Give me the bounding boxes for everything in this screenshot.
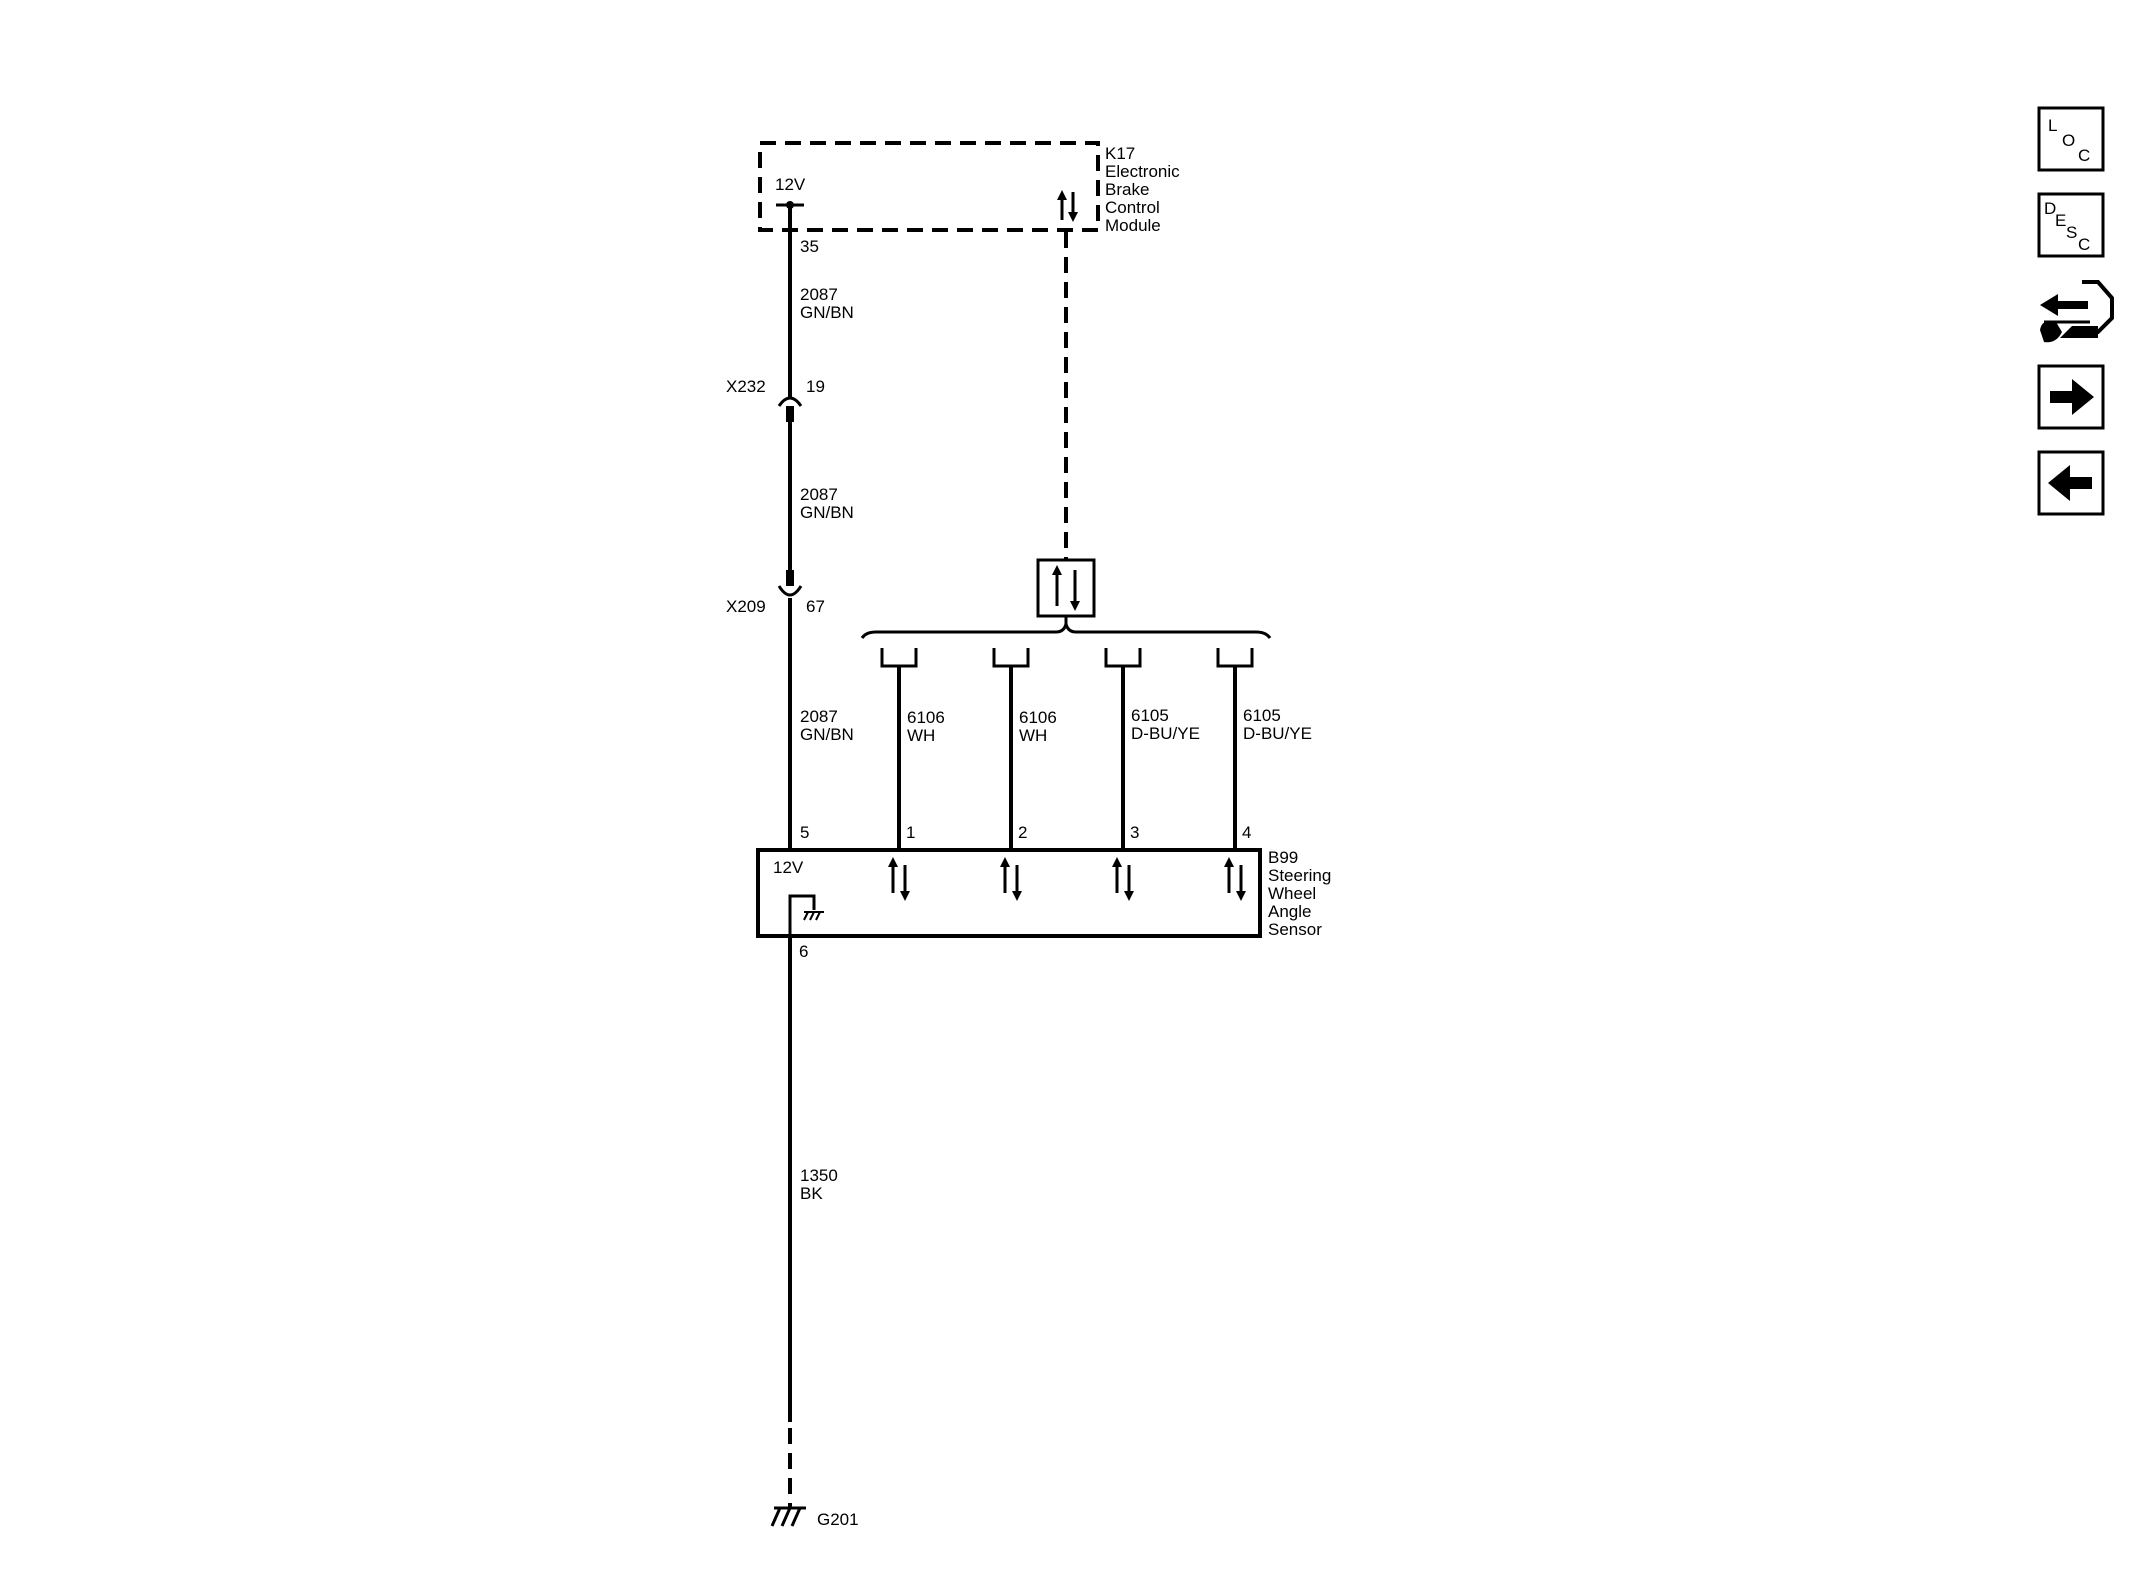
- arrow-left-icon: [2048, 465, 2092, 501]
- b99-module-desc-3: Angle: [1268, 902, 1311, 921]
- description-letter-d: D: [2044, 199, 2056, 218]
- description-button[interactable]: D E S C: [2037, 192, 2105, 258]
- b99-module-desc-4: Sensor: [1268, 920, 1322, 939]
- description-letter-c: C: [2078, 235, 2090, 254]
- next-button[interactable]: [2037, 364, 2105, 430]
- bus-data-symbol-box: [1036, 558, 1096, 618]
- g201-ground-hatch-3: [790, 1507, 802, 1527]
- location-letter-o: O: [2062, 131, 2075, 150]
- location-letter-c: C: [2078, 146, 2090, 165]
- wire-seg2-circuit: 2087: [800, 485, 838, 504]
- serial-data-bus: 6106 WH 6106 WH 6105 D-BU/YE 6105 D-BU/Y…: [860, 232, 1312, 852]
- data-wire-4-circuit: 6105: [1243, 706, 1281, 725]
- power-circuit: 35 2087 GN/BN X232 19 2087 GN/BN X209 67…: [726, 205, 854, 852]
- b99-internal-ground-hatch-3: [815, 911, 821, 921]
- wire-seg1-color: GN/BN: [800, 303, 854, 322]
- connector-x232-pin: [786, 406, 794, 422]
- b99-pin-4: 4: [1242, 823, 1251, 842]
- b99-internal-ground-hatch-2: [809, 911, 815, 921]
- b99-module-name: B99: [1268, 848, 1298, 867]
- connector-x209-name: X209: [726, 597, 766, 616]
- bus-brace: [860, 623, 1272, 639]
- connector-x232-name: X232: [726, 377, 766, 396]
- k17-module: 12V K17 Electronic Brake Control Module: [758, 141, 1180, 235]
- connector-x209-symbol: [777, 585, 803, 597]
- wire-seg3-circuit: 2087: [800, 707, 838, 726]
- k17-module-desc-1: Electronic: [1105, 162, 1180, 181]
- connector-x232-pin-number: 19: [806, 377, 825, 396]
- data-wire-3-color: D-BU/YE: [1131, 724, 1200, 743]
- connector-service-button[interactable]: [2040, 280, 2114, 343]
- b99-ground-pin-label: 6: [799, 942, 808, 961]
- b99-internal-ground-icon: [788, 894, 816, 936]
- ground-circuit: 6 1350 BK G201: [770, 936, 859, 1529]
- b99-voltage: 12V: [773, 858, 804, 877]
- data-wire-1-color: WH: [907, 726, 935, 745]
- arrow-right-icon: [2050, 379, 2094, 415]
- b99-pin-1: 1: [906, 823, 915, 842]
- connector-x209-pin-number: 67: [806, 597, 825, 616]
- description-letter-e: E: [2055, 211, 2066, 230]
- wire-seg3-color: GN/BN: [800, 725, 854, 744]
- k17-pin-label: 35: [800, 237, 819, 256]
- b99-pin-3: 3: [1130, 823, 1139, 842]
- bus-cup-3: [1104, 648, 1142, 668]
- location-button[interactable]: L O C: [2037, 106, 2105, 172]
- description-button-frame: [2037, 192, 2105, 258]
- location-button-frame: [2037, 106, 2105, 172]
- wire-ground-circuit: 1350: [800, 1166, 838, 1185]
- data-wire-2-color: WH: [1019, 726, 1047, 745]
- connector-x232-symbol: [777, 396, 803, 407]
- connector-x209-pin: [786, 570, 794, 586]
- bus-cup-2: [992, 648, 1030, 668]
- k17-module-name: K17: [1105, 144, 1135, 163]
- k17-module-desc-4: Module: [1105, 216, 1161, 235]
- k17-voltage: 12V: [775, 175, 806, 194]
- b99-module-desc-1: Steering: [1268, 866, 1331, 885]
- k17-module-desc-3: Control: [1105, 198, 1160, 217]
- sidebar: L O C D E S C: [2037, 106, 2114, 516]
- g201-ground-hatch-2: [780, 1507, 792, 1527]
- b99-module-desc-2: Wheel: [1268, 884, 1316, 903]
- wire-ground-color: BK: [800, 1184, 823, 1203]
- b99-module: 12V B99 Steering Wheel Angle Sensor: [756, 848, 1331, 939]
- data-wire-4-color: D-BU/YE: [1243, 724, 1312, 743]
- wire-seg2-color: GN/BN: [800, 503, 854, 522]
- description-letter-s: S: [2066, 223, 2077, 242]
- k17-module-desc-2: Brake: [1105, 180, 1149, 199]
- data-wire-2-circuit: 6106: [1019, 708, 1057, 727]
- location-letter-l: L: [2048, 116, 2057, 135]
- g201-ground-hatch-1: [770, 1507, 782, 1527]
- b99-power-pin-label: 5: [800, 823, 809, 842]
- connector-wrench-icon: [2040, 280, 2114, 343]
- b99-module-outline: [756, 848, 1262, 938]
- wire-seg1-circuit: 2087: [800, 285, 838, 304]
- b99-pin-2: 2: [1018, 823, 1027, 842]
- data-wire-1-circuit: 6106: [907, 708, 945, 727]
- bus-cup-4: [1216, 648, 1254, 668]
- b99-internal-ground-hatch-1: [803, 911, 809, 921]
- data-wire-3-circuit: 6105: [1131, 706, 1169, 725]
- ground-point-g201: G201: [817, 1510, 859, 1529]
- previous-button[interactable]: [2037, 450, 2105, 516]
- k17-module-outline: [758, 141, 1100, 232]
- bus-cup-1: [880, 648, 918, 668]
